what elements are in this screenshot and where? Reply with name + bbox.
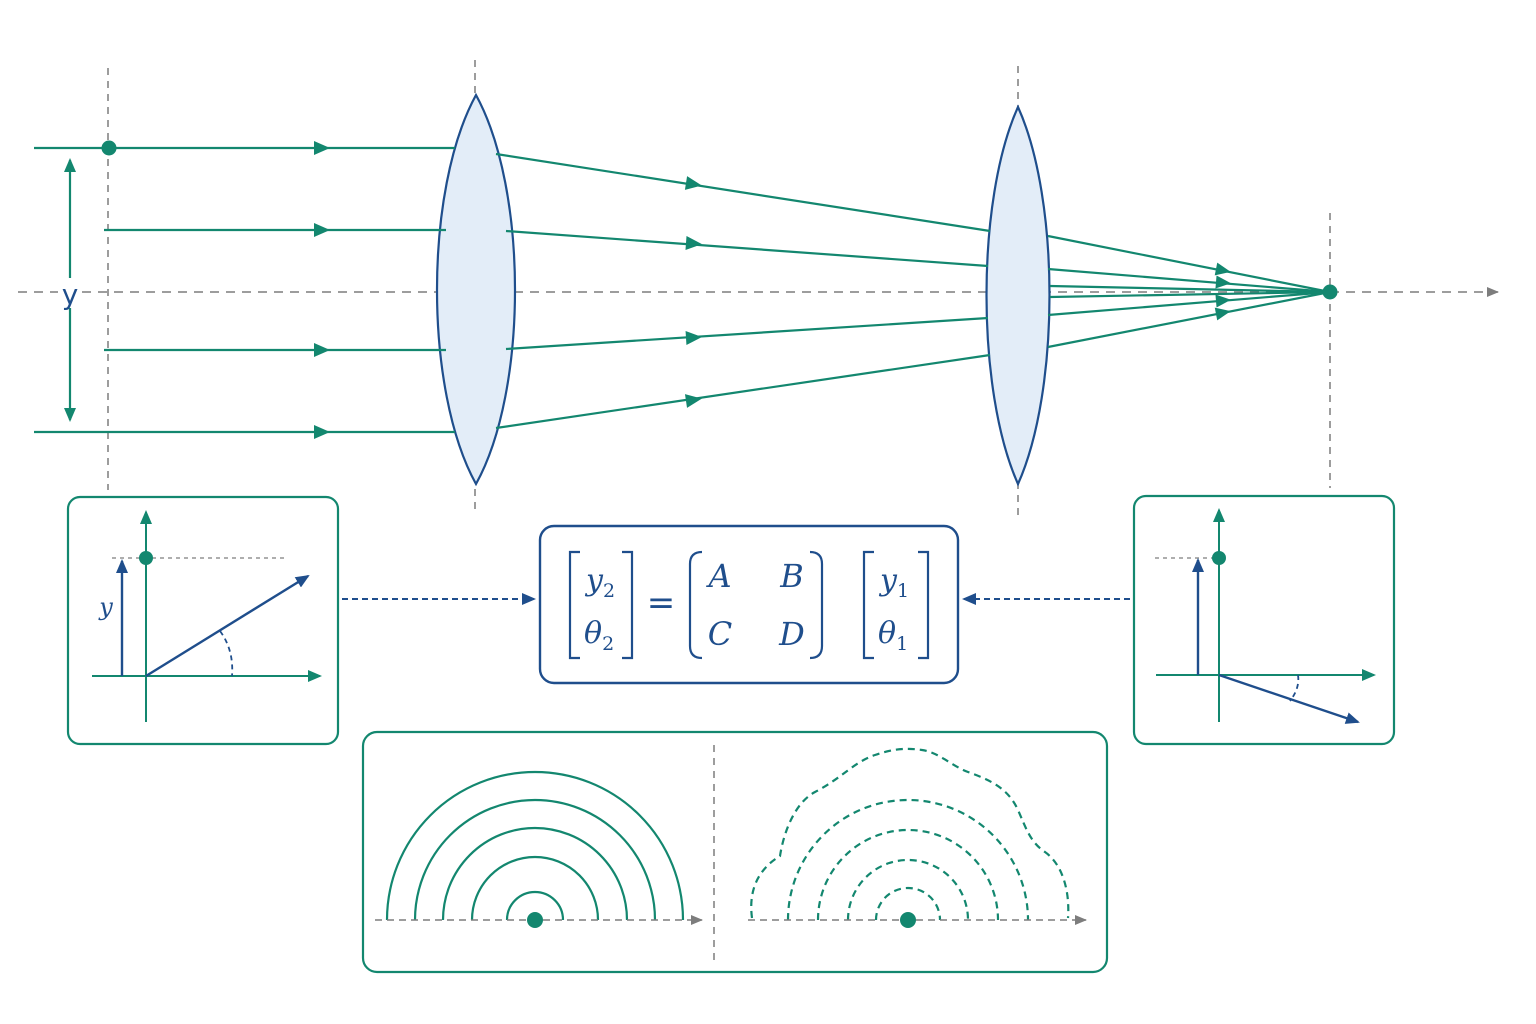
matrix-left-bracket <box>688 550 703 660</box>
ray-mid-2 <box>505 229 989 268</box>
input-inset-angle-vector <box>145 574 310 678</box>
aperture-height-label: y <box>62 278 79 311</box>
ray-mid-1 <box>495 152 991 233</box>
equals-sign: = <box>647 583 676 623</box>
ray-out-2 <box>1047 267 1331 294</box>
matrix-box <box>538 524 960 685</box>
ray-out-3 <box>1047 290 1331 317</box>
ray-arrow-out-4 <box>1214 307 1231 321</box>
lhs-left-bracket <box>568 550 580 660</box>
ray-arrow-mid-1 <box>684 176 702 190</box>
right-wavefront-source <box>900 912 916 928</box>
lens-2 <box>985 104 1051 487</box>
circular-wavefront-icon <box>385 770 685 921</box>
wavefront-ring-5 <box>385 770 685 921</box>
rhs-bottom-symbol: θ1 <box>878 616 908 655</box>
input-inset-box <box>66 495 340 746</box>
incoming-ray-arrowheads <box>314 141 330 439</box>
output-inset-angle-vector <box>1218 673 1360 724</box>
matrix-d: D <box>778 615 805 653</box>
rhs-left-bracket <box>862 550 874 660</box>
input-inset-height-label: y <box>98 593 113 621</box>
distorted-ring-1 <box>874 886 942 921</box>
matrix-c: C <box>708 615 732 653</box>
lhs-top-symbol: y2 <box>584 563 615 602</box>
lens-1 <box>435 92 517 487</box>
lhs-bottom-symbol: θ2 <box>584 616 614 655</box>
incoming-rays <box>34 146 455 434</box>
matrix-a: A <box>705 557 731 595</box>
ray-transfer-matrix-equation: y2 θ2 = A B C D y1 θ1 <box>538 524 960 685</box>
ray-out-1 <box>1047 234 1331 294</box>
ray-arrow-out-1 <box>1214 262 1231 276</box>
input-inset-angle-arc <box>219 630 234 677</box>
focal-point <box>1322 284 1338 300</box>
ray-out-5 <box>1049 284 1331 294</box>
ray-arrow-in-3 <box>314 343 330 357</box>
converging-rays <box>1047 234 1331 349</box>
ray-arrow-in-2 <box>314 223 330 237</box>
wavefront-ring-1 <box>505 890 565 921</box>
wavefront-ring-4 <box>413 798 657 921</box>
ray-arrow-mid-3 <box>685 331 702 345</box>
rhs-top-symbol: y1 <box>878 563 909 602</box>
intermediate-ray-arrowheads <box>684 176 702 408</box>
intermediate-rays <box>495 152 991 430</box>
lhs-right-bracket <box>622 550 634 660</box>
ray-trace-diagram: y <box>18 60 1499 515</box>
ray-arrow-out-3 <box>1215 294 1231 308</box>
output-inset-angle-arc <box>1289 674 1300 702</box>
ray-arrow-mid-4 <box>684 394 702 408</box>
distorted-wavefront-icon <box>750 747 1070 921</box>
ray-arrow-in-4 <box>314 425 330 439</box>
wavefront-ring-2 <box>470 855 600 921</box>
rhs-right-bracket <box>918 550 930 660</box>
ray-out-6 <box>1049 290 1331 299</box>
input-ray-point <box>101 140 117 156</box>
matrix-b: B <box>779 557 804 595</box>
distorted-ring-3 <box>816 828 1000 921</box>
wavefront-ring-3 <box>441 826 629 921</box>
aperture-label-bg <box>58 278 82 308</box>
input-ray-inset: y <box>66 495 340 746</box>
ray-arrow-in-1 <box>314 141 330 155</box>
converging-ray-arrowheads <box>1214 262 1231 321</box>
wavefront-panel <box>361 730 1109 974</box>
output-inset-point <box>1212 551 1226 565</box>
ray-arrow-mid-2 <box>685 236 702 250</box>
output-ray-inset <box>1132 494 1396 746</box>
matrix-right-bracket <box>809 550 824 660</box>
ray-mid-3 <box>505 316 989 351</box>
ray-arrow-out-2 <box>1215 275 1231 289</box>
distorted-ring-outer <box>750 747 1070 919</box>
output-inset-box <box>1132 494 1396 746</box>
distorted-ring-2 <box>846 858 970 921</box>
wavefront-box <box>361 730 1109 974</box>
ray-out-4 <box>1047 290 1331 349</box>
input-inset-point <box>139 551 153 565</box>
ray-mid-4 <box>495 353 991 430</box>
left-wavefront-source <box>527 912 543 928</box>
